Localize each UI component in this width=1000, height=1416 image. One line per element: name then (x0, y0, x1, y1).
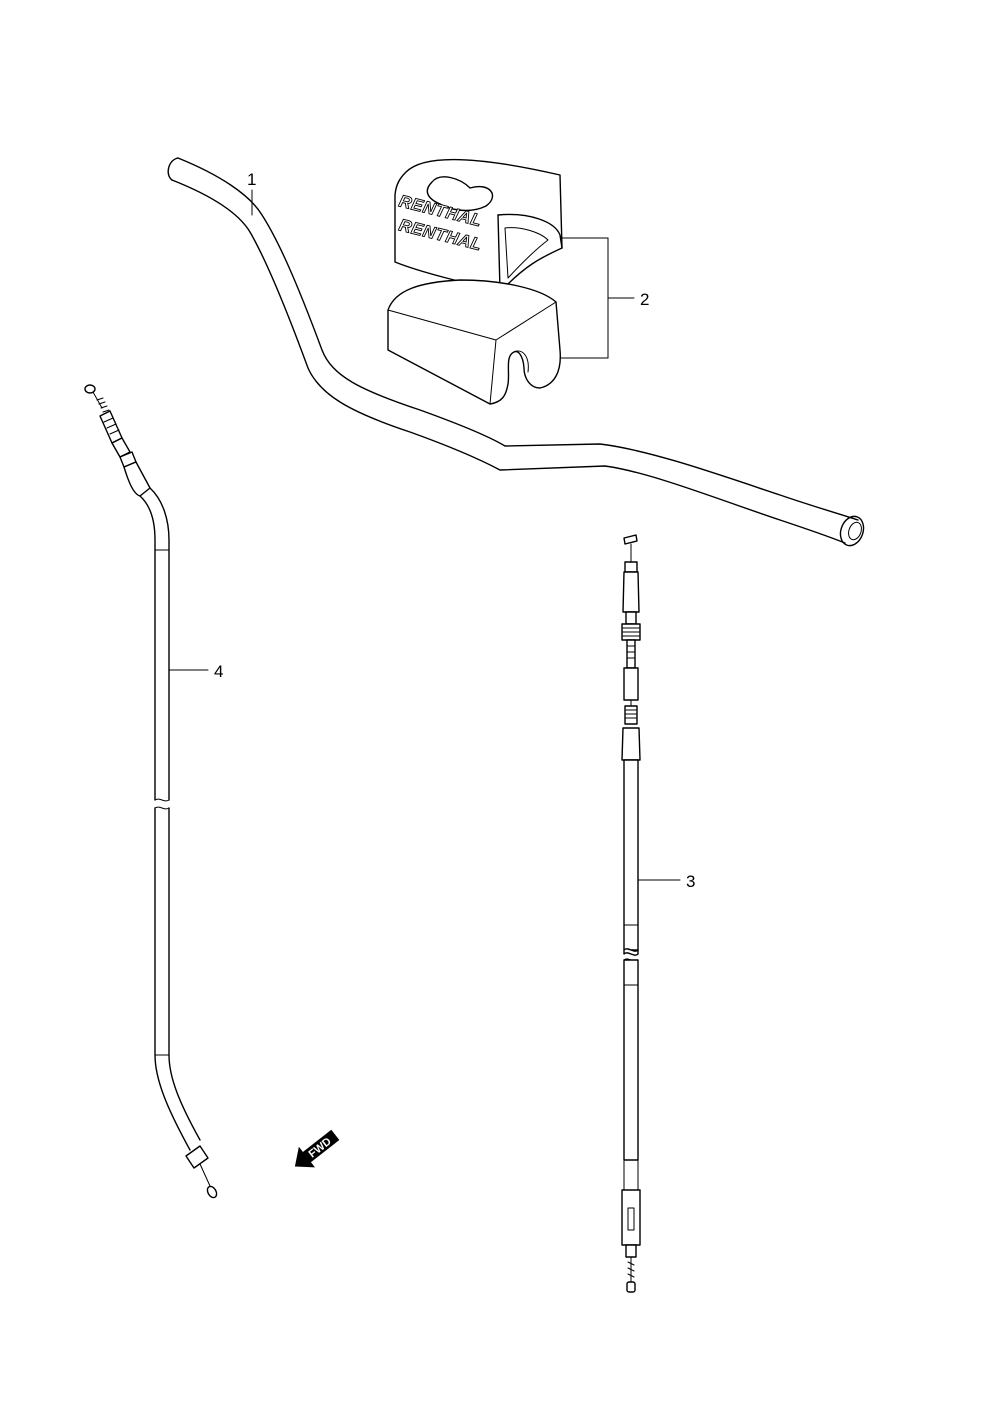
clutch-cable[interactable] (84, 384, 218, 1199)
callout-number-2: 2 (640, 290, 649, 309)
handlebar-pad-foam[interactable] (387, 279, 561, 405)
callout-bracket-2 (559, 237, 635, 359)
handlebar[interactable] (167, 157, 867, 549)
throttle-cable[interactable] (621, 534, 641, 1293)
callout-number-3: 3 (686, 872, 695, 891)
callout-number-4: 4 (214, 662, 223, 681)
callout-number-1: 1 (247, 170, 256, 189)
forward-arrow-icon: FWD (294, 1129, 340, 1168)
handlebar-pad-cover[interactable]: RENTHAL RENTHAL (394, 158, 563, 291)
